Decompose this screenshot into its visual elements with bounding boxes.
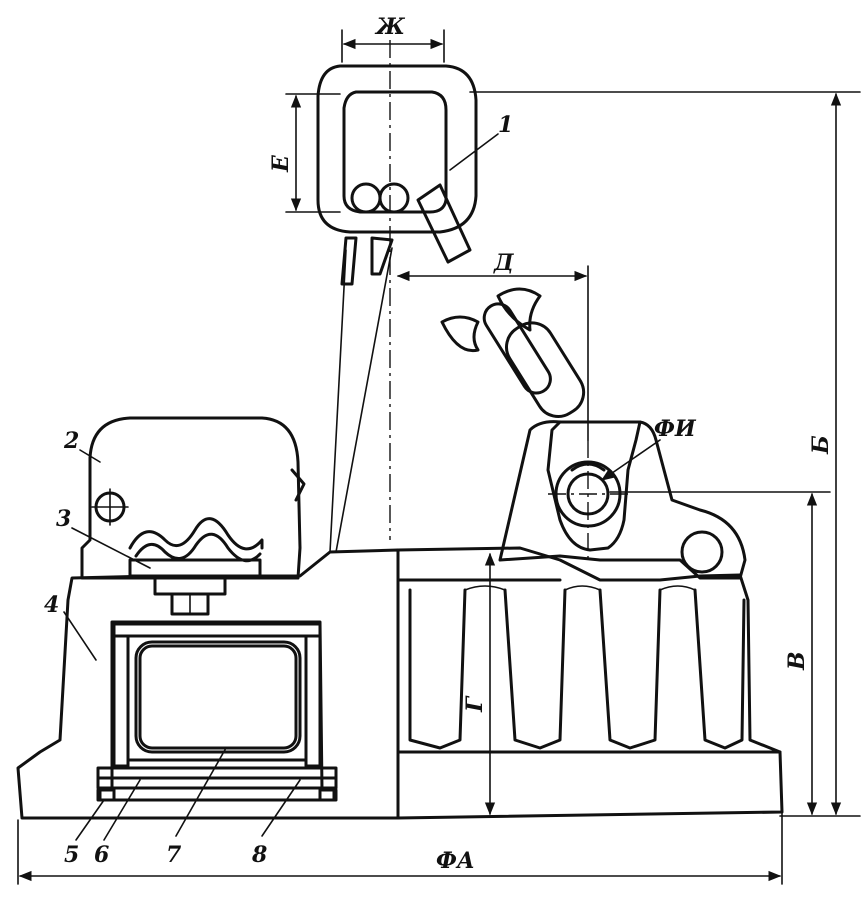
coil-assembly (96, 622, 338, 802)
chain (416, 183, 586, 419)
dim-d: Д (493, 250, 514, 276)
label-part-2: 2 (63, 428, 79, 454)
label-part-3: 3 (56, 506, 71, 532)
dimension-labels: Ж Е Д Б ФИ В Г ФА (268, 14, 834, 874)
label-part-6: 6 (94, 842, 109, 868)
dim-phi-a: ФА (436, 848, 475, 874)
part-labels: 1 2 3 4 5 6 7 8 (44, 112, 513, 868)
label-part-8: 8 (251, 842, 267, 868)
dim-g: Г (462, 695, 488, 713)
leaders (63, 133, 499, 841)
dim-e: Е (268, 154, 294, 173)
dim-zh: Ж (374, 14, 406, 40)
dimensions (17, 29, 861, 885)
dim-v: В (784, 651, 810, 671)
base-body-exterior (396, 546, 784, 820)
label-part-5: 5 (64, 842, 79, 868)
dim-phi-i: ФИ (654, 416, 697, 442)
dim-b: Б (808, 435, 834, 455)
label-part-4: 4 (44, 592, 59, 618)
terminal-box (80, 416, 306, 616)
hook-eye (316, 64, 478, 553)
center-lines (389, 40, 628, 560)
label-part-1: 1 (498, 112, 513, 138)
label-part-7: 7 (166, 842, 182, 868)
